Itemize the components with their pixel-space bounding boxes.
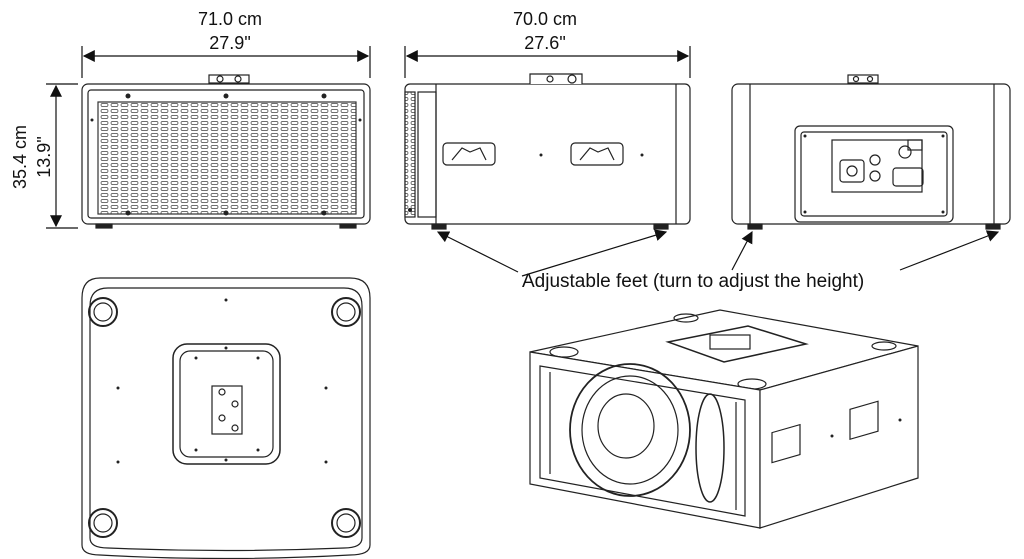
corner-foot-top-left	[88, 297, 118, 327]
corner-foot-bottom-right	[331, 508, 361, 538]
corner-foot-top-right	[331, 297, 361, 327]
front-width-cm-label: 71.0 cm	[197, 9, 263, 29]
perspective-view	[529, 309, 919, 529]
rear-view	[731, 74, 1011, 230]
side-view	[404, 73, 691, 230]
corner-foot-bottom-left	[88, 508, 118, 538]
front-width-in-label: 27.9"	[209, 33, 251, 53]
feet-callout-arrows	[436, 229, 1000, 277]
side-depth-dimension-line	[404, 46, 691, 78]
adjustable-feet-callout: Adjustable feet (turn to adjust the heig…	[522, 271, 865, 292]
front-width-dimension-line	[81, 46, 371, 78]
side-depth-cm-label: 70.0 cm	[512, 9, 578, 29]
side-depth-in-label: 27.6"	[524, 33, 566, 53]
top-view	[81, 277, 371, 559]
height-dimension-line	[46, 83, 78, 229]
front-view	[81, 74, 371, 229]
